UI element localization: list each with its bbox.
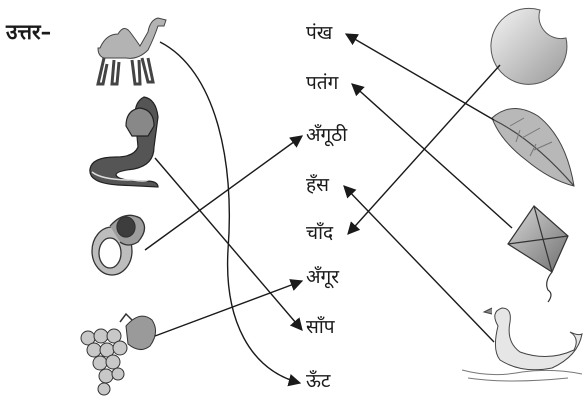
arrow-swan-to-hans bbox=[344, 186, 494, 342]
crescent-moon-icon bbox=[491, 8, 567, 84]
arrow-camel-to-oont bbox=[160, 42, 300, 383]
camel-icon bbox=[98, 18, 166, 84]
match-arrows bbox=[145, 34, 512, 383]
arrow-feather-to-pankh bbox=[346, 34, 494, 120]
swan-icon bbox=[462, 308, 582, 381]
arrow-kite-to-patang bbox=[352, 84, 512, 228]
grapes-icon bbox=[81, 314, 156, 395]
feather-icon bbox=[492, 108, 574, 186]
cobra-snake-icon bbox=[90, 97, 158, 187]
kite-icon bbox=[508, 206, 568, 302]
arrow-ring-to-angoothi bbox=[145, 136, 302, 250]
ring-icon bbox=[92, 215, 145, 275]
